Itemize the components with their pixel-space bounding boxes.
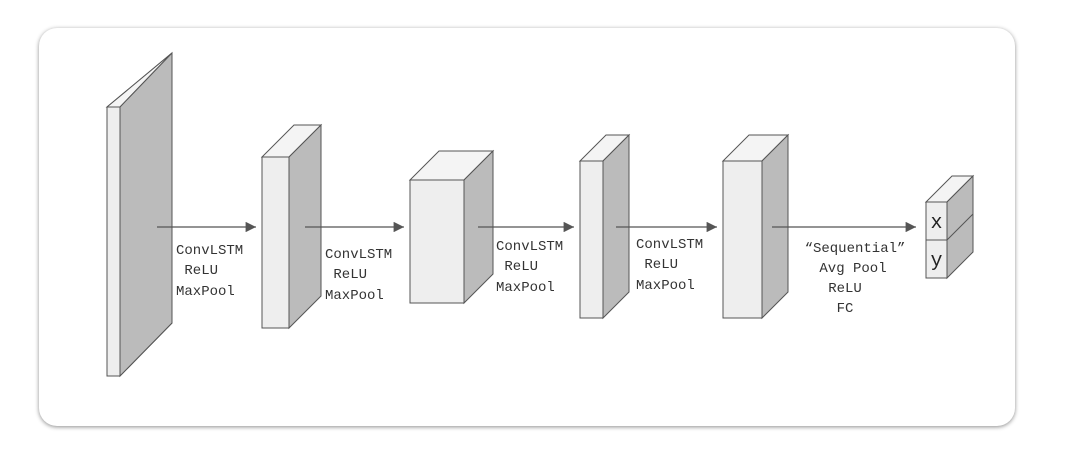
stage-label-2: ConvLSTM ReLU MaxPool xyxy=(325,247,392,304)
stage-label-3: ConvLSTM ReLU MaxPool xyxy=(496,239,563,296)
stage-label-4: ConvLSTM ReLU MaxPool xyxy=(636,237,703,294)
stage-3-line-2: ReLU xyxy=(496,259,538,275)
stage-1-line-2: ReLU xyxy=(176,263,218,279)
layer-block-5 xyxy=(721,133,790,320)
stage-3-line-3: MaxPool xyxy=(496,280,555,296)
stage-5-line-3: ReLU xyxy=(828,281,862,297)
stage-label-1: ConvLSTM ReLU MaxPool xyxy=(176,243,243,300)
stage-1-line-1: ConvLSTM xyxy=(176,243,243,259)
stage-5-line-1: “Sequential” xyxy=(805,241,906,257)
output-block: x y xyxy=(924,174,975,280)
stage-2-line-2: ReLU xyxy=(325,267,367,283)
stage-1-line-3: MaxPool xyxy=(176,284,235,300)
stage-label-5: “Sequential” Avg Pool ReLU FC xyxy=(805,241,906,317)
layer-block-3 xyxy=(408,149,495,305)
layer-block-4 xyxy=(578,133,631,320)
stage-3-line-1: ConvLSTM xyxy=(496,239,563,255)
stage-5-line-4: FC xyxy=(837,301,854,317)
stage-4-line-2: ReLU xyxy=(636,257,678,273)
output-y-label: y xyxy=(930,250,942,273)
stage-4-line-1: ConvLSTM xyxy=(636,237,703,253)
layer-block-1 xyxy=(105,51,173,378)
stage-5-line-2: Avg Pool xyxy=(819,261,886,277)
output-x-label: x xyxy=(930,212,942,235)
stage-2-line-1: ConvLSTM xyxy=(325,247,392,263)
stage-2-line-3: MaxPool xyxy=(325,288,384,304)
stage-4-line-3: MaxPool xyxy=(636,278,695,294)
